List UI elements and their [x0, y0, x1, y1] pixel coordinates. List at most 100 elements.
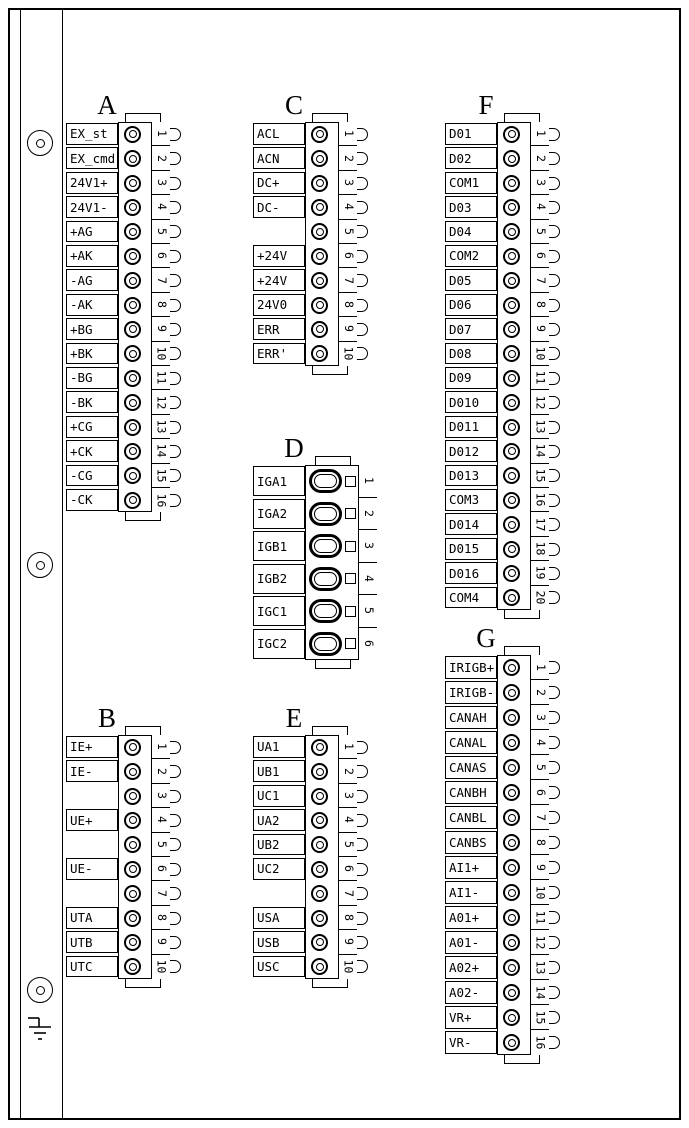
pin-number-cell: 5 — [151, 219, 170, 244]
terminal-ring-icon — [503, 709, 520, 726]
terminal-ring-icon — [311, 150, 328, 168]
terminal-label: USB — [253, 931, 305, 954]
pin-number: 4 — [341, 203, 356, 211]
pin-number-cell: 10 — [338, 341, 357, 366]
wire-tab-icon — [548, 591, 560, 605]
wire-tab-icon — [169, 127, 181, 141]
wire-tab-icon — [356, 960, 368, 974]
terminal-ring-icon — [124, 885, 141, 903]
terminal-label: A02- — [445, 981, 497, 1004]
terminal-label: -CK — [66, 489, 118, 511]
terminal-label: UB1 — [253, 760, 305, 783]
terminal-label: D09 — [445, 367, 497, 389]
pin-number-cell: 15 — [530, 463, 549, 488]
terminal-label: IE+ — [66, 736, 118, 758]
terminal-ring-icon — [503, 369, 520, 387]
terminal-label: UTA — [66, 906, 118, 929]
terminal-label: ACN — [253, 147, 305, 170]
terminal-label: UA1 — [253, 736, 305, 758]
pin-number: 2 — [341, 154, 356, 162]
wire-tab-icon — [548, 298, 560, 312]
pin-number-cell: 1 — [338, 735, 357, 760]
pin-number: 2 — [154, 154, 169, 162]
pin-number-cell: 5 — [530, 755, 549, 780]
terminal-ring-icon — [503, 296, 520, 314]
pin-number-cell: 15 — [151, 463, 170, 488]
pin-number: 17 — [533, 517, 548, 532]
block-bottom-tab — [125, 978, 161, 988]
pin-number-cell: 17 — [530, 512, 549, 537]
pin-number: 5 — [154, 840, 169, 848]
wire-tab-icon — [548, 152, 560, 166]
terminal-ring-icon — [311, 787, 328, 805]
terminal-label: D016 — [445, 562, 497, 585]
pin-number: 5 — [341, 227, 356, 235]
pin-number: 12 — [533, 935, 548, 949]
pin-number: 1 — [533, 130, 548, 138]
pin-number: 10 — [154, 959, 169, 974]
wire-tab-icon — [548, 444, 560, 458]
pin-number-cell: 6 — [338, 857, 357, 882]
pin-number-cell: 8 — [151, 905, 170, 931]
pin-number: 5 — [154, 227, 169, 235]
pin-number: 9 — [533, 325, 548, 333]
pin-number: 7 — [533, 276, 548, 284]
wire-tab-icon — [356, 200, 368, 214]
terminal-label: D014 — [445, 513, 497, 536]
terminal-stadium-icon — [309, 534, 342, 559]
pin-number-cell: 5 — [338, 832, 357, 857]
terminal-square-icon — [345, 573, 356, 585]
pin-number-cell: 3 — [338, 170, 357, 196]
terminal-ring-icon — [503, 1034, 520, 1051]
terminal-ring-icon — [503, 125, 520, 143]
terminal-label: D02 — [445, 147, 497, 170]
terminal-label: COM1 — [445, 171, 497, 194]
panel-outer-border — [8, 8, 681, 1120]
wire-tab-icon — [169, 911, 181, 925]
terminal-label: +24V — [253, 245, 305, 267]
terminal-ring-icon — [311, 174, 328, 192]
pin-number: 1 — [154, 743, 169, 751]
pin-number: 2 — [361, 509, 376, 517]
block-letter-C: C — [284, 90, 303, 120]
screw-icon — [27, 130, 53, 156]
pin-number-cell: 4 — [338, 808, 357, 833]
block-bottom-tab — [312, 978, 348, 988]
terminal-ring-icon — [124, 174, 141, 192]
wire-tab-icon — [356, 127, 368, 141]
pin-number-cell: 5 — [358, 595, 377, 628]
pin-number: 14 — [533, 443, 548, 458]
pin-number: 7 — [154, 276, 169, 284]
pin-number: 3 — [154, 179, 169, 186]
terminal-label: +CG — [66, 415, 118, 438]
wire-tab-icon — [548, 274, 560, 288]
terminal-ring-icon — [503, 418, 520, 436]
pin-number: 3 — [361, 542, 376, 550]
pin-number-cell: 16 — [530, 488, 549, 513]
pin-number-cell: 6 — [358, 627, 377, 660]
terminal-label: ERR — [253, 318, 305, 341]
pin-number: 4 — [154, 816, 169, 824]
terminal-ring-icon — [503, 859, 520, 876]
pin-number: 3 — [533, 713, 548, 721]
wire-tab-icon — [169, 838, 181, 852]
terminal-ring-icon — [124, 909, 141, 927]
wire-tab-icon — [548, 469, 560, 483]
wire-tab-icon — [169, 176, 181, 190]
pin-number: 18 — [533, 541, 548, 556]
terminal-stadium-icon — [309, 631, 342, 656]
terminal-label: CANAL — [445, 731, 497, 754]
terminal-ring-icon — [124, 223, 141, 241]
pin-number: 8 — [533, 838, 548, 846]
terminal-label: VR+ — [445, 1006, 497, 1029]
terminal-ring-icon — [503, 834, 520, 851]
pin-number-cell: 13 — [530, 955, 549, 980]
terminal-ring-icon — [311, 763, 328, 781]
terminal-ring-icon — [124, 467, 141, 485]
pin-number-cell: 14 — [530, 980, 549, 1005]
pin-number: 2 — [533, 688, 548, 696]
terminal-ring-icon — [503, 247, 520, 265]
pin-number: 19 — [533, 565, 548, 580]
pin-number: 7 — [154, 889, 169, 897]
